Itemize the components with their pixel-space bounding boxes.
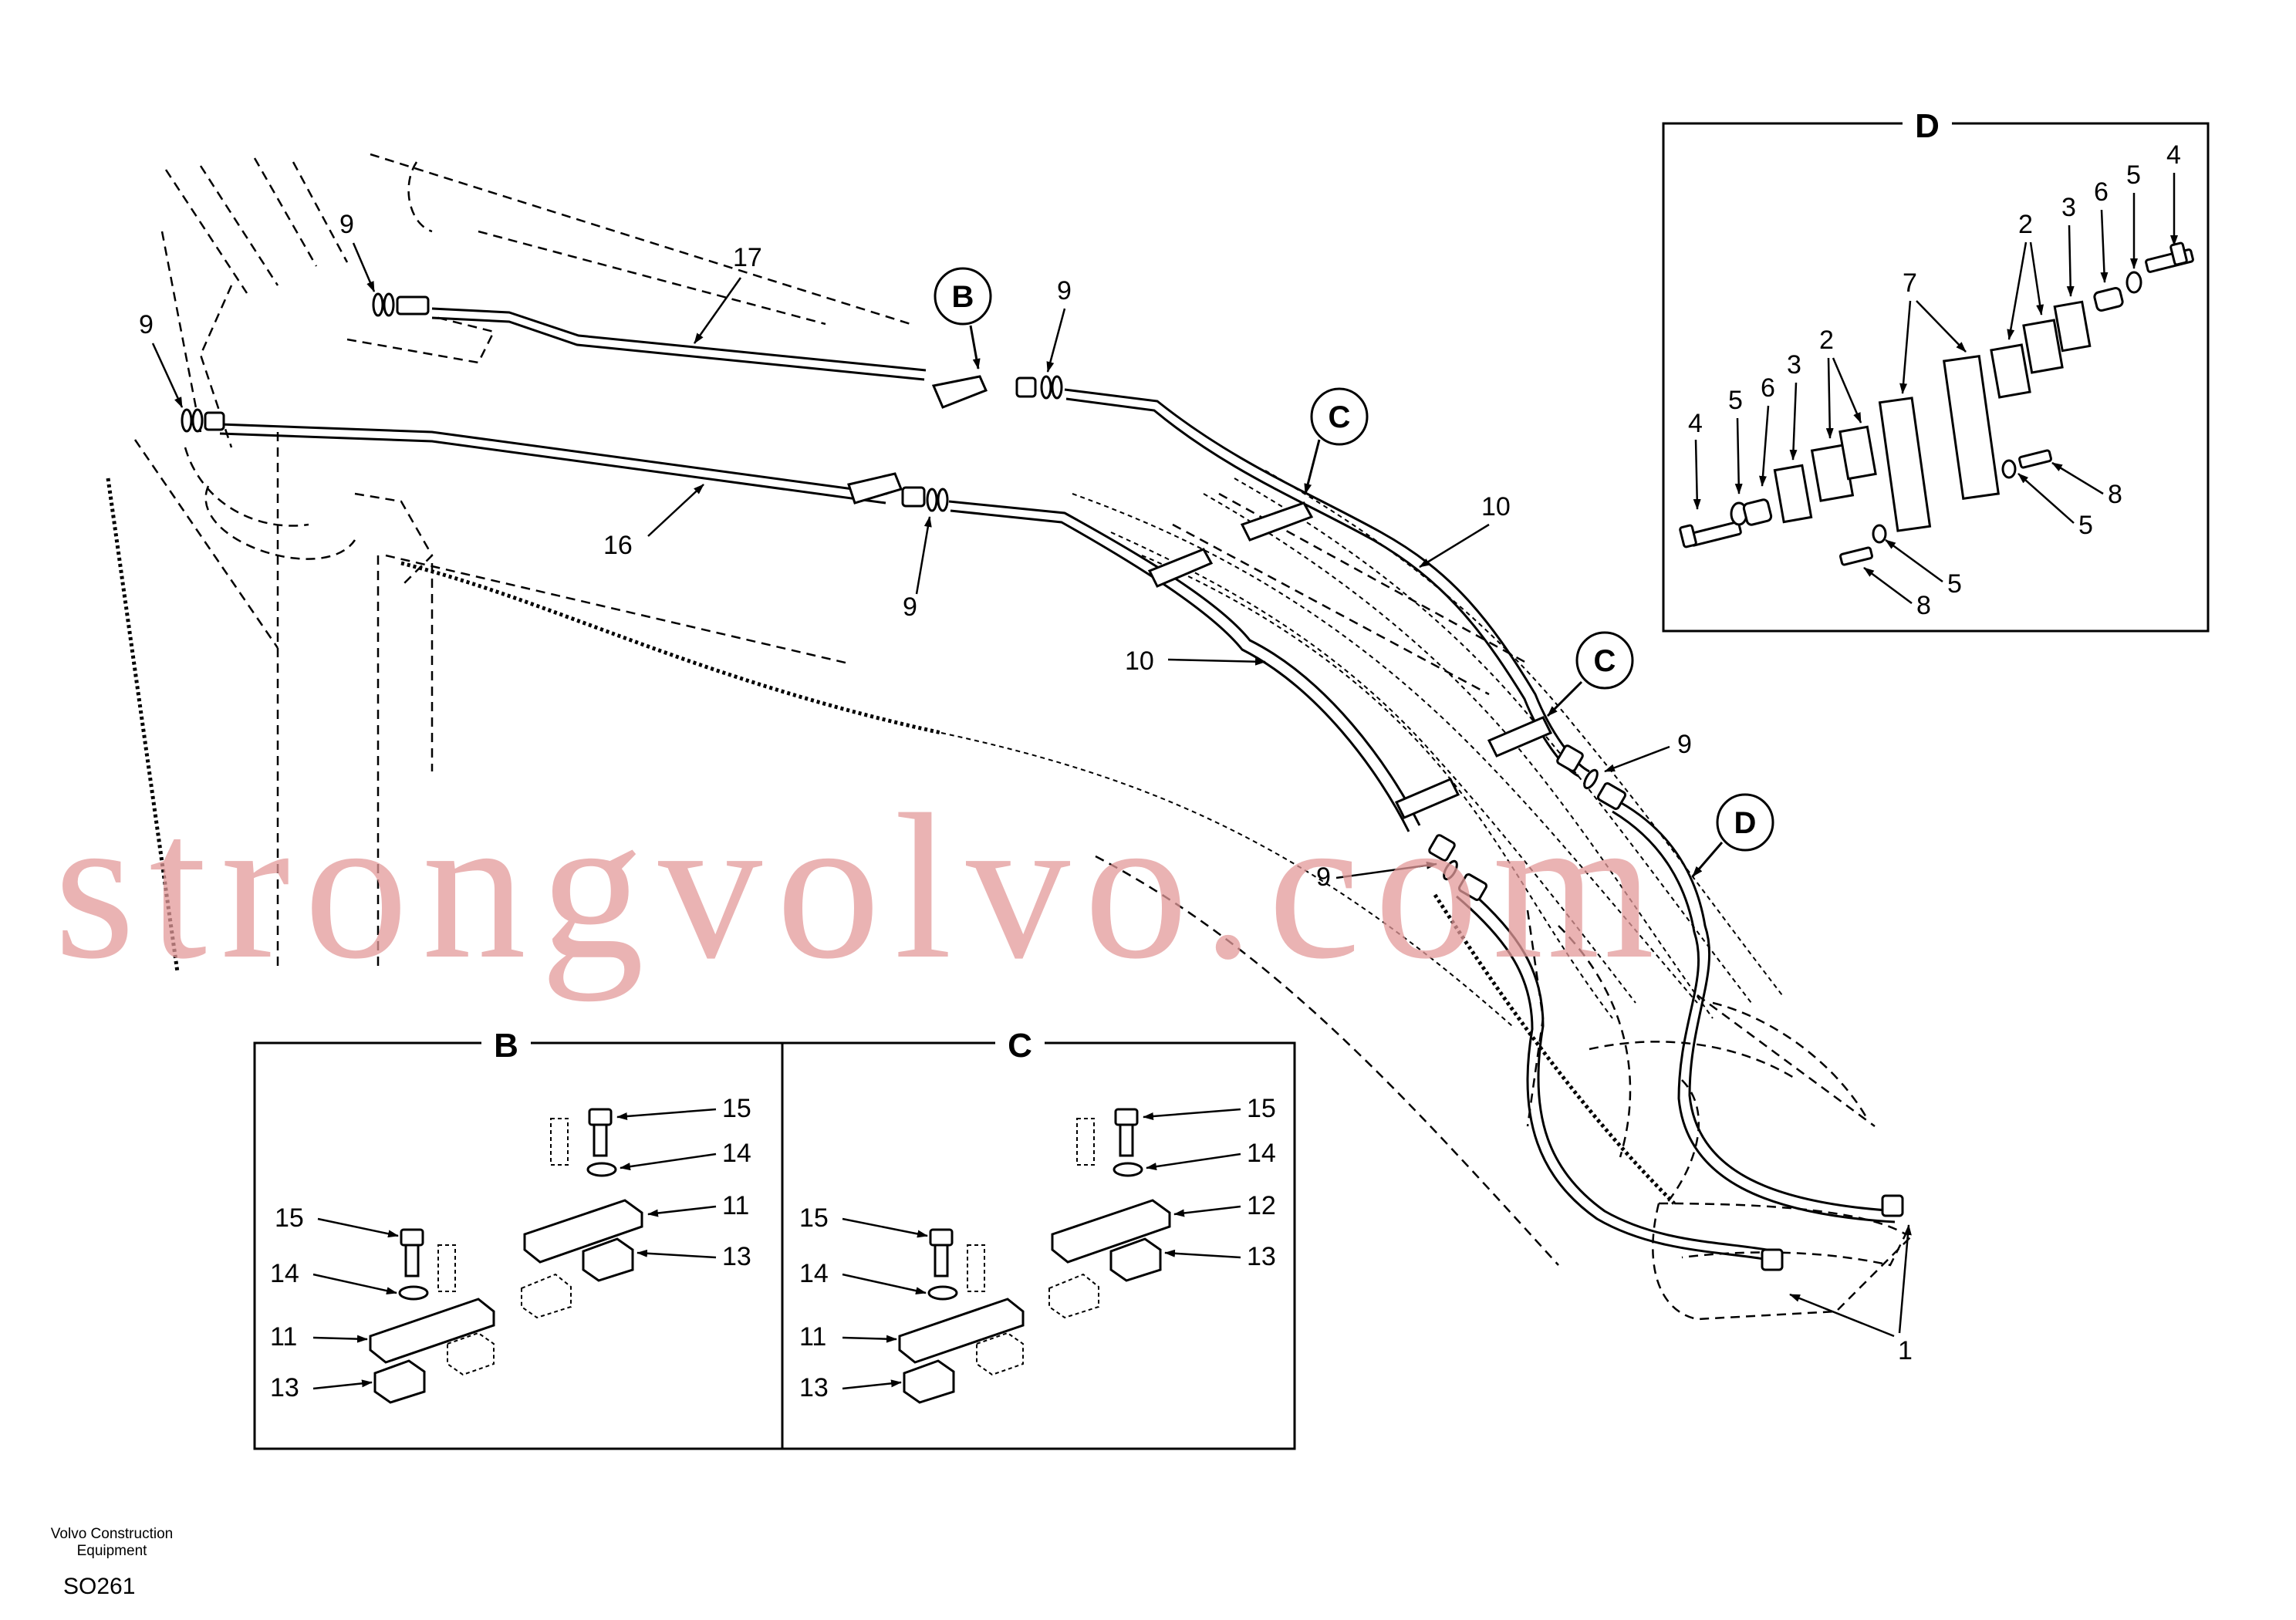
svg-text:9: 9 [1057,276,1072,305]
main-clamps [847,375,1553,819]
svg-text:3: 3 [2061,193,2076,222]
boom-outline [133,153,1914,1321]
callout-c-upper: C [1304,387,1369,494]
svg-text:D: D [1915,107,1940,145]
detail-b-parts [369,1108,643,1404]
svg-text:9: 9 [903,592,917,622]
svg-text:6: 6 [1761,373,1775,403]
svg-text:C: C [1594,644,1616,678]
svg-text:13: 13 [270,1373,299,1402]
svg-text:6: 6 [2094,177,2109,207]
svg-text:8: 8 [1916,591,1931,620]
svg-text:1: 1 [1898,1336,1913,1365]
svg-text:10: 10 [1481,492,1511,521]
svg-text:11: 11 [270,1322,297,1352]
svg-text:9: 9 [1677,730,1692,759]
svg-text:9: 9 [1316,862,1331,892]
svg-text:13: 13 [1247,1242,1276,1271]
svg-text:13: 13 [799,1373,829,1402]
svg-text:13: 13 [722,1242,751,1271]
detail-b-c-panel: B C [253,1026,1296,1450]
svg-text:5: 5 [1728,386,1743,415]
svg-text:17: 17 [733,243,762,272]
svg-text:B: B [952,280,974,314]
svg-text:10: 10 [1125,646,1154,676]
svg-text:12: 12 [1247,1191,1276,1220]
svg-text:16: 16 [603,531,633,560]
footer-company-line2: Equipment [76,1543,147,1559]
boom-dotted-edge [106,478,1676,1205]
svg-text:11: 11 [799,1322,826,1352]
footer-company-line1: Volvo Construction [50,1526,174,1542]
svg-text:2: 2 [1819,326,1834,355]
main-part-labels: 9 9 17 9 16 9 10 10 9 9 1 [139,210,1913,1365]
watermark: strongvolvo.com [54,771,1668,1002]
svg-text:C: C [1008,1027,1032,1065]
callout-b: B [934,267,992,370]
svg-text:15: 15 [799,1203,829,1233]
svg-text:4: 4 [1688,409,1703,438]
svg-text:14: 14 [799,1259,829,1288]
footer-drawing-code: SO261 [63,1574,136,1599]
detail-b-labels: 15 14 11 13 15 14 11 13 [270,1094,751,1402]
svg-text:7: 7 [1903,268,1917,298]
svg-text:8: 8 [2108,480,2122,509]
svg-text:15: 15 [275,1203,304,1233]
svg-text:14: 14 [722,1139,751,1168]
svg-text:B: B [494,1027,518,1065]
fittings [181,292,1904,1271]
svg-text:14: 14 [270,1259,299,1288]
svg-text:9: 9 [339,210,354,239]
footer-company: Volvo Construction Equipment [31,1526,193,1560]
detail-c-labels: 15 14 12 13 15 14 11 13 [799,1094,1276,1402]
detail-b-ghost-parts [437,1118,572,1376]
svg-text:2: 2 [2018,210,2033,239]
svg-text:5: 5 [1947,569,1962,599]
svg-text:D: D [1734,806,1757,840]
svg-text:4: 4 [2166,140,2181,170]
svg-text:C: C [1329,400,1351,434]
svg-text:9: 9 [139,310,154,339]
callout-c-lower: C [1546,631,1634,717]
svg-text:15: 15 [1247,1094,1276,1123]
detail-c-parts [898,1108,1171,1404]
svg-text:15: 15 [722,1094,751,1123]
svg-text:14: 14 [1247,1139,1276,1168]
svg-text:3: 3 [1787,350,1801,380]
detail-c-ghost-parts [967,1118,1099,1376]
svg-text:5: 5 [2078,511,2093,540]
svg-text:5: 5 [2126,160,2141,190]
detail-d-panel: D [1662,107,2210,633]
svg-text:11: 11 [722,1191,749,1220]
callout-d: D [1691,793,1774,877]
